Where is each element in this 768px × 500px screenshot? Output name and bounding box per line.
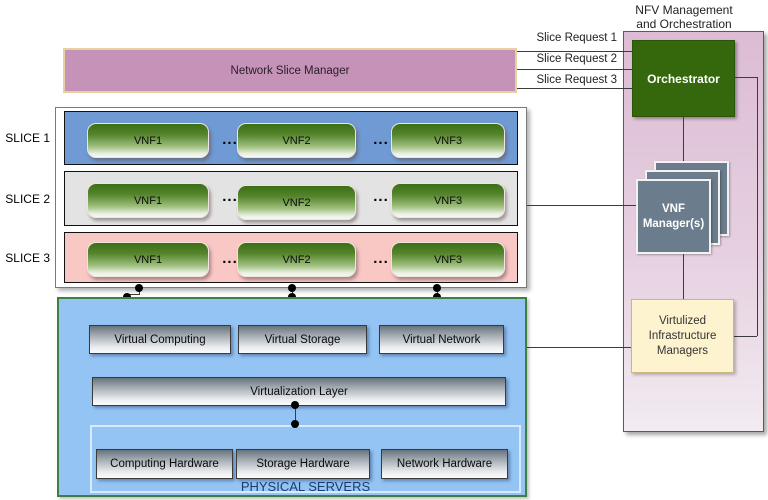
connector-dot (291, 420, 299, 428)
mano-title-line2: and Orchestration (636, 17, 732, 31)
mano-title: NFV Management and Orchestration (604, 3, 764, 31)
slice-request-3-label: Slice Request 3 (536, 74, 617, 86)
slice1-vnf1-box: VNF1 (87, 123, 209, 158)
connector-slice-nfvi-1-h (127, 294, 140, 295)
network-slice-manager-label: Network Slice Manager (230, 64, 350, 77)
slice-request-1-line (517, 51, 632, 52)
slice-3-row: VNF1 ... VNF2 ... VNF3 (64, 232, 518, 283)
slice-request-2-label: Slice Request 2 (536, 53, 617, 65)
virtual-storage-box: Virtual Storage (238, 325, 367, 354)
connector-vnfm-to-vim (683, 254, 684, 299)
slice-request-2-line (517, 69, 632, 70)
storage-hardware-box: Storage Hardware (236, 449, 370, 479)
mano-title-line1: NFV Management (635, 3, 733, 17)
ellipsis: ... (222, 131, 238, 148)
ellipsis: ... (373, 131, 389, 148)
connector-nfvi-to-vim (527, 347, 631, 348)
slice1-vnf3-box: VNF3 (391, 123, 505, 158)
slice2-vnf3-box: VNF3 (391, 183, 505, 218)
slice3-vnf3-box: VNF3 (391, 242, 505, 277)
network-slice-manager-box: Network Slice Manager (63, 48, 517, 93)
network-hardware-box: Network Hardware (381, 449, 508, 479)
slice3-vnf2-box: VNF2 (237, 242, 356, 277)
connector-vim-right-h (734, 336, 757, 337)
slice-1-row: VNF1 ... VNF2 ... VNF3 (64, 111, 518, 165)
slice-1-label: SLICE 1 (5, 131, 50, 145)
ellipsis: ... (222, 188, 238, 205)
virtual-computing-box: Virtual Computing (89, 325, 231, 354)
slice-request-3-line (517, 88, 632, 89)
ellipsis: ... (373, 250, 389, 267)
connector-dot (291, 401, 299, 409)
vnf-manager-label: VNF Manager(s) (642, 202, 705, 230)
computing-hardware-box: Computing Hardware (96, 449, 233, 479)
slice2-vnf1-box: VNF1 (87, 183, 209, 218)
ellipsis: ... (373, 188, 389, 205)
slice-2-label: SLICE 2 (5, 192, 50, 206)
nfvi-panel: Virtual Computing Virtual Storage Virtua… (57, 297, 527, 497)
virtual-network-box: Virtual Network (379, 325, 504, 354)
connector-virtlayer-to-hw (295, 402, 296, 425)
connector-dot (288, 284, 296, 292)
slice1-vnf2-box: VNF2 (237, 123, 356, 158)
vim-label: Virtulized Infrastructure Managers (648, 314, 717, 357)
physical-servers-label: PHYSICAL SERVERS (240, 478, 371, 494)
connector-right-vertical (757, 77, 758, 336)
slice-3-label: SLICE 3 (5, 251, 50, 265)
slice2-vnf2-box: VNF2 (237, 185, 356, 220)
virtualization-layer-box: Virtualization Layer (92, 377, 506, 406)
connector-orch-right-h (735, 77, 757, 78)
connector-dot (433, 284, 441, 292)
ellipsis: ... (222, 250, 238, 267)
connector-orch-to-vnfm (683, 117, 684, 161)
vnf-manager-box: VNF Manager(s) (636, 179, 711, 254)
slice3-vnf1-box: VNF1 (87, 242, 209, 277)
orchestrator-box: Orchestrator (632, 40, 735, 117)
connector-slices-to-vnfm (527, 205, 636, 206)
vim-box: Virtulized Infrastructure Managers (631, 299, 734, 373)
connector-dot (135, 284, 143, 292)
physical-servers-box: Computing Hardware Storage Hardware Netw… (90, 425, 521, 494)
orchestrator-label: Orchestrator (647, 71, 720, 86)
slice-2-row: VNF1 ... VNF2 ... VNF3 (64, 171, 518, 226)
slice-request-1-label: Slice Request 1 (536, 32, 617, 44)
